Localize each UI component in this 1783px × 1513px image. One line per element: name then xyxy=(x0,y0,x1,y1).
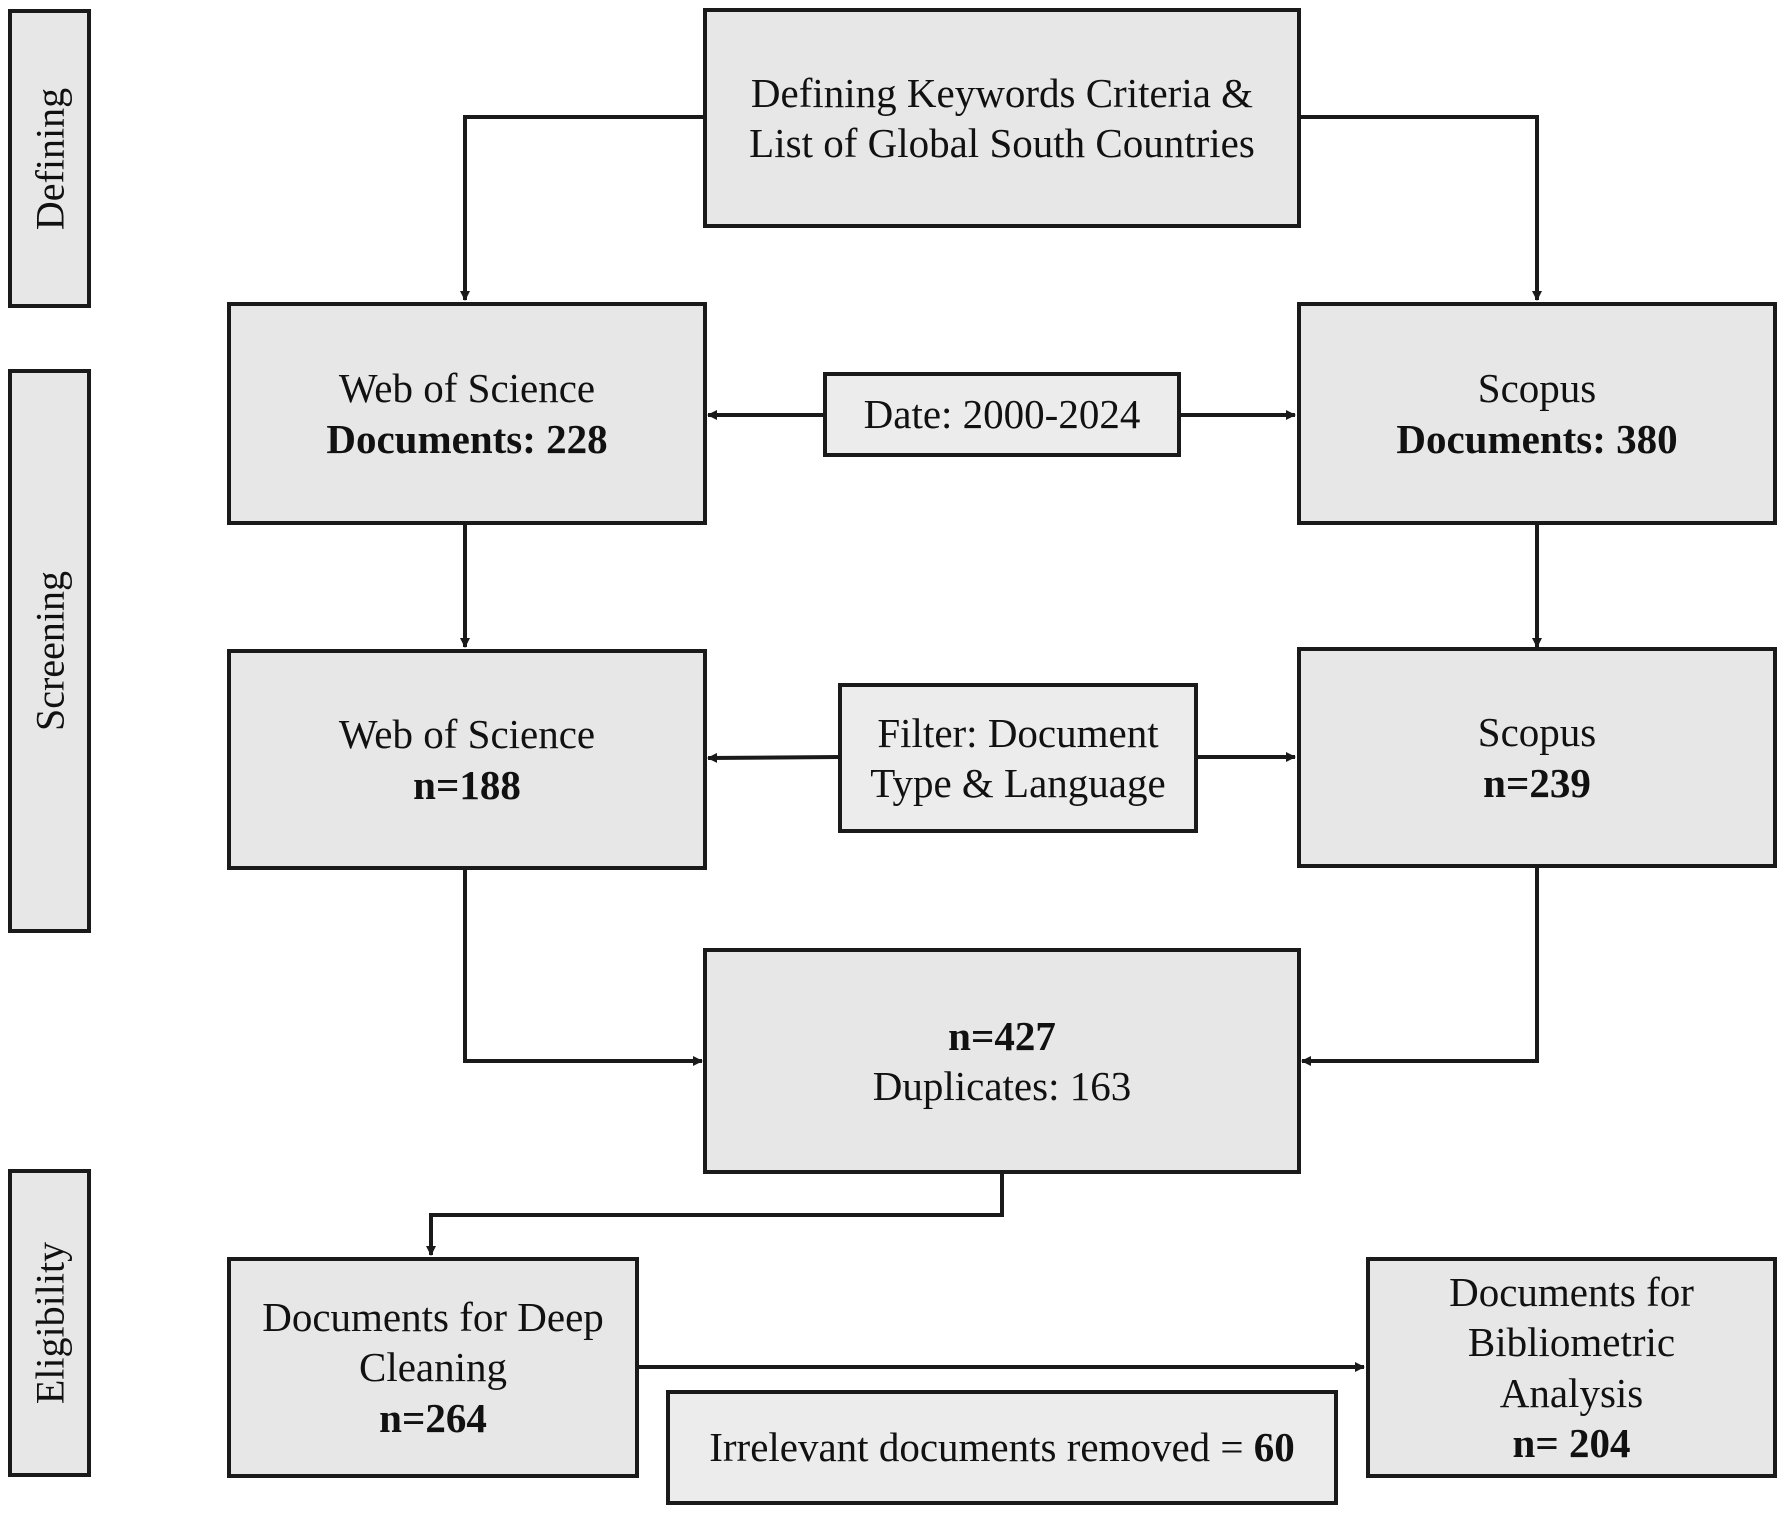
filtered-count: n=239 xyxy=(1483,759,1591,806)
scopus-filtered-box: Scopus n=239 xyxy=(1297,647,1777,868)
keywords-criteria-box: Defining Keywords Criteria & List of Glo… xyxy=(703,8,1301,228)
date-filter-label: Date: 2000-2024 xyxy=(863,391,1141,438)
wos-filtered-box: Web of Science n=188 xyxy=(227,649,707,870)
merged-count: n=427 xyxy=(948,1012,1056,1059)
document-count: Documents: 380 xyxy=(1396,415,1678,462)
cleaning-count: n=264 xyxy=(379,1394,487,1441)
arrow-filter-to-wos xyxy=(707,752,841,763)
box-text-line: List of Global South Countries xyxy=(749,120,1255,166)
document-count: Documents: 228 xyxy=(326,415,608,462)
stage-label: Screening xyxy=(27,571,72,731)
filtered-count: n=188 xyxy=(413,761,521,808)
box-text-line: Documents for Deep xyxy=(262,1294,604,1341)
final-count: n= 204 xyxy=(1512,1419,1631,1466)
irrelevant-removed-box: Irrelevant documents removed = 60 xyxy=(666,1390,1338,1505)
arrow-keywords-to-scopus xyxy=(1298,115,1542,301)
box-text-line: Analysis xyxy=(1499,1369,1644,1416)
arrow-keywords-to-wos xyxy=(460,115,705,301)
date-filter-box: Date: 2000-2024 xyxy=(823,372,1181,457)
wos-initial-box: Web of Science Documents: 228 xyxy=(227,302,707,525)
box-text-line: Documents for xyxy=(1449,1269,1694,1316)
removed-count: 60 xyxy=(1253,1424,1295,1471)
box-text-line: Defining Keywords Criteria & xyxy=(750,69,1254,116)
stage-defining: Defining xyxy=(8,9,91,308)
removed-label: Irrelevant documents removed = xyxy=(709,1424,1254,1471)
arrow-merged-to-cleaning xyxy=(426,1173,1004,1256)
arrow-scopus-to-merged xyxy=(1301,866,1539,1066)
box-text-line: Filter: Document xyxy=(877,709,1159,756)
stage-label: Defining xyxy=(27,87,72,230)
arrow-wos-to-merged xyxy=(463,868,703,1066)
source-name: Scopus xyxy=(1477,709,1597,756)
deep-cleaning-box: Documents for Deep Cleaning n=264 xyxy=(227,1257,639,1478)
box-text-line: Bibliometric xyxy=(1467,1319,1676,1366)
document-filter-box: Filter: Document Type & Language xyxy=(838,683,1198,833)
box-text-line: Type & Language xyxy=(870,760,1166,806)
source-name: Web of Science xyxy=(338,365,596,412)
stage-eligibility: Eligibility xyxy=(8,1169,91,1477)
stage-screening: Screening xyxy=(8,369,91,933)
scopus-initial-box: Scopus Documents: 380 xyxy=(1297,302,1777,525)
stage-label: Eligibility xyxy=(27,1241,72,1405)
source-name: Web of Science xyxy=(338,711,596,758)
source-name: Scopus xyxy=(1477,365,1597,412)
duplicates-count: Duplicates: 163 xyxy=(872,1063,1132,1109)
box-text-line: Cleaning xyxy=(358,1344,508,1391)
merged-box: n=427 Duplicates: 163 xyxy=(703,948,1301,1174)
final-analysis-box: Documents for Bibliometric Analysis n= 2… xyxy=(1366,1257,1777,1478)
